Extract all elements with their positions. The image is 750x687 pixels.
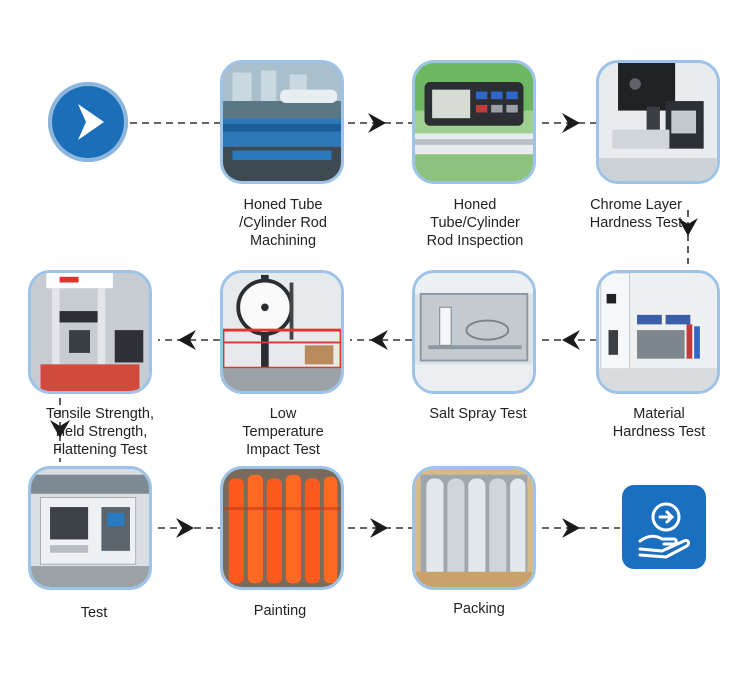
step-label-material-hardness: Material Hardness Test	[612, 406, 706, 440]
arrow-head	[178, 330, 196, 350]
hardness-tester-photo	[599, 63, 717, 181]
step-photo-machining	[220, 60, 344, 184]
step-label-impact: Low Temperature Impact Test	[242, 406, 324, 458]
arrow-head	[562, 330, 580, 350]
step-photo-chrome-hardness	[596, 60, 720, 184]
start-button[interactable]	[48, 82, 128, 162]
end-button[interactable]	[622, 485, 706, 569]
step-label-inspection: Honed Tube/Cylinder Rod Inspection	[426, 197, 524, 249]
step-photo-salt-spray	[412, 270, 536, 394]
arrow-head	[562, 113, 580, 133]
tensile-machine-photo	[31, 273, 149, 391]
packing-crate-photo	[415, 469, 533, 587]
step-photo-inspection	[412, 60, 536, 184]
step-label-salt-spray: Salt Spray Test	[429, 406, 527, 422]
step-photo-impact	[220, 270, 344, 394]
step-label-tensile: Tensile Strength, Yield Strength, Flatte…	[45, 406, 154, 458]
lab-hardness-photo	[599, 273, 717, 391]
step-label-chrome-hardness: Chrome Layer Hardness Test	[589, 197, 683, 231]
arrow-head	[370, 330, 388, 350]
salt-spray-chamber-photo	[415, 273, 533, 391]
inspection-meter-photo	[415, 63, 533, 181]
step-label-painting: Painting	[253, 603, 307, 619]
cnc-machine-photo	[31, 469, 149, 587]
play-chevron-icon	[78, 104, 104, 140]
step-photo-packing	[412, 466, 536, 590]
arrow-head	[176, 518, 194, 538]
step-photo-test	[28, 466, 152, 590]
step-label-machining: Honed Tube /Cylinder Rod Machining	[239, 197, 327, 249]
hand-coin-icon	[638, 502, 690, 559]
painted-cylinders-photo	[223, 469, 341, 587]
impact-tester-photo	[223, 273, 341, 391]
arrow-head	[370, 518, 388, 538]
step-photo-material-hardness	[596, 270, 720, 394]
step-label-test: Test	[80, 605, 108, 621]
step-label-packing: Packing	[453, 601, 505, 617]
arrow-head	[562, 518, 580, 538]
step-photo-painting	[220, 466, 344, 590]
step-photo-tensile	[28, 270, 152, 394]
lathe-photo	[223, 63, 341, 181]
arrow-head	[368, 113, 386, 133]
